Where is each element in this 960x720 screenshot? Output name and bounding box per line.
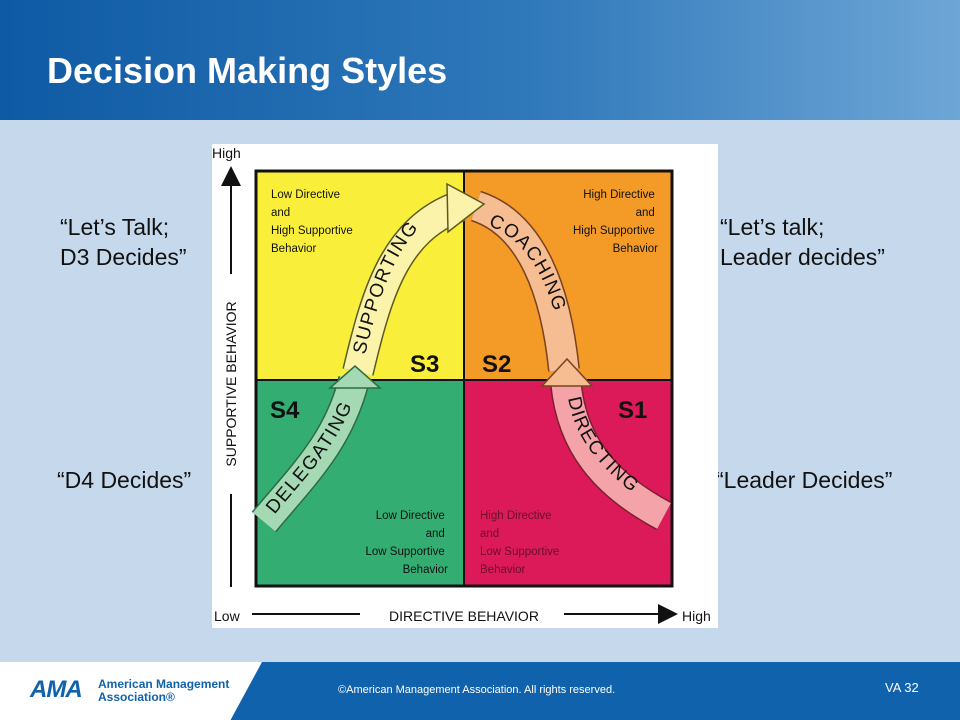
quadrant-s1-description: High Directive and Low Supportive Behavi… — [480, 510, 562, 576]
quote-top-right-line-1: “Let’s talk; — [720, 214, 825, 240]
style-label-s1: S1 — [618, 397, 647, 424]
arrowhead-coaching-to-supporting — [446, 182, 486, 234]
quote-bottom-left: “D4 Decides” — [57, 465, 191, 495]
quote-top-left-line-2: D3 Decides” — [60, 244, 187, 270]
supporting-band-fill — [343, 192, 466, 376]
style-label-s2: S2 — [482, 351, 511, 378]
slide-number: VA 32 — [885, 680, 919, 695]
quote-bottom-right: “Leader Decides” — [716, 465, 892, 495]
x-axis-low-label: Low — [214, 608, 241, 624]
title-banner: Decision Making Styles — [0, 0, 960, 120]
footer-bar: AMA American Management Association® ©Am… — [0, 662, 960, 720]
quadrant-s3-description: Low Directive and High Supportive Behavi… — [271, 189, 356, 255]
quote-top-left: “Let’s Talk; D3 Decides” — [60, 212, 187, 272]
copyright-notice: ©American Management Association. All ri… — [338, 684, 616, 696]
ama-logo-name-line-1: American Management — [98, 677, 230, 691]
style-label-s4: S4 — [270, 397, 300, 424]
delegating-band-fill — [252, 376, 369, 532]
ama-logo-mark: AMA — [30, 676, 83, 703]
quote-bottom-right-line: “Leader Decides” — [716, 467, 893, 493]
quote-top-left-line-1: “Let’s Talk; — [60, 214, 170, 240]
coaching-band-fill — [470, 192, 579, 372]
footer-logo-area: AMA American Management Association® — [0, 662, 262, 720]
x-axis-high-label: High — [682, 608, 711, 624]
arrowhead-directing-to-coaching — [540, 357, 594, 387]
x-axis-label: DIRECTIVE BEHAVIOR — [389, 608, 539, 624]
quadrant-s2-description: High Directive and High Supportive Behav… — [573, 189, 658, 255]
ama-logo-name-line-2: Association® — [98, 690, 175, 704]
quote-bottom-left-line: “D4 Decides” — [57, 467, 192, 493]
quadrant-s4-description: Low Directive and Low Supportive Behavio… — [366, 510, 449, 576]
situational-leadership-diagram: Low Directive and High Supportive Behavi… — [212, 144, 718, 628]
ama-logo-name: American Management Association® — [98, 678, 229, 704]
style-label-s3: S3 — [410, 351, 439, 378]
directing-band-fill — [551, 382, 671, 529]
y-axis-label: SUPPORTIVE BEHAVIOR — [223, 301, 239, 466]
quote-top-right-line-2: Leader decides” — [720, 244, 885, 270]
quote-top-right: “Let’s talk; Leader decides” — [720, 212, 885, 272]
slide-title: Decision Making Styles — [47, 50, 448, 91]
y-axis-high-label: High — [212, 145, 241, 161]
arrowhead-supporting-to-delegating — [328, 365, 382, 389]
